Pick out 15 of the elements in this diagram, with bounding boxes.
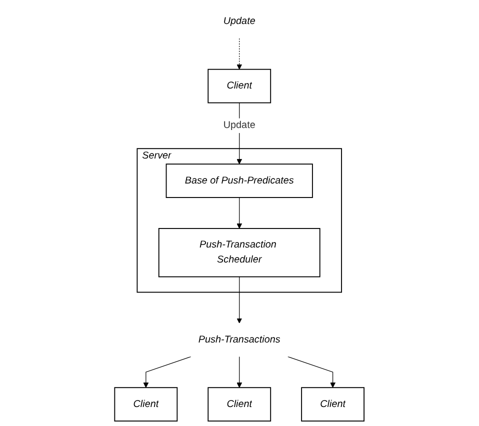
edge-label: Update — [224, 120, 256, 131]
node-box: Push-Transaction Scheduler — [158, 228, 320, 278]
arrow — [143, 356, 192, 388]
node-text: Update — [224, 16, 256, 27]
node-box: Client — [208, 387, 272, 422]
arrow — [288, 356, 336, 388]
arrow — [236, 38, 242, 70]
node-box: Client — [301, 387, 365, 422]
node-box: Client — [114, 387, 178, 422]
arrow — [236, 276, 242, 324]
node-box: Client — [208, 68, 272, 104]
node-box: Base of Push-Predicates — [166, 164, 314, 198]
node-text: Push-Transactions — [198, 334, 280, 345]
arrow — [236, 197, 242, 229]
arrow — [236, 356, 242, 388]
